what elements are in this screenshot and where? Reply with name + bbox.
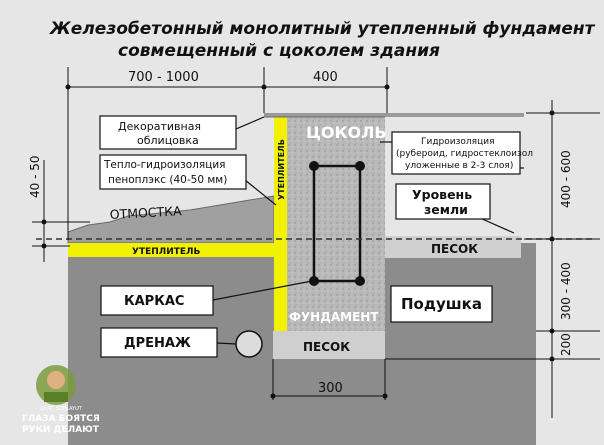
drainage-label: ДРЕНАЖ: [124, 336, 191, 351]
callout-waterproofing: [391, 131, 521, 175]
title-line-2: совмещенный с цоколем здания: [118, 41, 440, 61]
rebar-cage: [312, 164, 362, 283]
blind-area-label: ОТМОСТКА: [109, 203, 182, 222]
rebar-top-right: [355, 161, 365, 171]
sand-right-label: ПЕСОК: [431, 242, 478, 256]
dimension-ticks: [41, 84, 555, 399]
horizontal-insulation-label: УТЕПЛИТЕЛЬ: [132, 247, 201, 257]
ground-level-label-2: земли: [424, 202, 468, 217]
dim-right-middle: 300 - 400: [559, 262, 573, 320]
ground-level-label-1: Уровень: [412, 187, 472, 202]
dim-left-height: 40 - 50: [28, 156, 42, 199]
horizontal-insulation: [68, 243, 274, 257]
dim-top-plinth: 400: [313, 70, 338, 85]
watermark-line-1: ГЛАЗА БОЯТСЯ: [22, 414, 100, 424]
callout-insulation: [99, 154, 247, 190]
decorative-cladding-label-2: облицовка: [137, 134, 199, 147]
watermark-handle: @UKI_SDELAYUT: [40, 406, 83, 412]
dim-right-top: 400 - 600: [559, 150, 573, 208]
foundation-body: [287, 117, 385, 331]
watermark: @UKI_SDELAYUT ГЛАЗА БОЯТСЯ РУКИ ДЕЛАЮТ: [22, 365, 100, 435]
callout-cushion: [390, 285, 493, 323]
cushion-label: Подушка: [401, 295, 482, 313]
callout-ground-level: [395, 183, 491, 220]
vertical-insulation-label: УТЕПЛИТЕЛЬ: [277, 139, 286, 200]
waterproofing-label-3: уложенные в 2-3 слоя): [405, 161, 513, 171]
title-line-1: Железобетонный монолитный утепленный фун…: [49, 19, 596, 39]
callout-decorative-cladding: [99, 115, 237, 150]
dim-right-bottom: 200: [559, 333, 573, 356]
sand-bottom: [273, 331, 385, 359]
waterproofing-label-1: Гидроизоляция: [421, 137, 494, 147]
vertical-insulation: [274, 117, 287, 331]
waterproofing-label-2: (рубероид, гидростеклоизол: [396, 149, 533, 159]
decorative-cladding-label: Декоративная: [118, 120, 201, 133]
dim-top-width: 700 - 1000: [128, 70, 199, 85]
sand-bottom-label: ПЕСОК: [303, 340, 350, 354]
callout-drainage: [100, 327, 218, 358]
plinth-label: ЦОКОЛЬ: [306, 123, 387, 142]
watermark-line-2: РУКИ ДЕЛАЮТ: [22, 425, 100, 435]
leader-lines: [212, 116, 524, 345]
callout-frame: [100, 285, 214, 316]
dimension-lines: [32, 67, 600, 418]
drain-pipe: [235, 330, 263, 358]
slab: [264, 113, 524, 117]
dim-bottom-width: 300: [318, 381, 343, 396]
rebar-top-left: [309, 161, 319, 171]
sand-right: [385, 236, 521, 258]
rebar-bottom-left: [309, 276, 319, 286]
frame-label: КАРКАС: [124, 294, 184, 309]
foundation-label: ФУНДАМЕНТ: [289, 310, 379, 324]
rebar-bottom-right: [355, 276, 365, 286]
